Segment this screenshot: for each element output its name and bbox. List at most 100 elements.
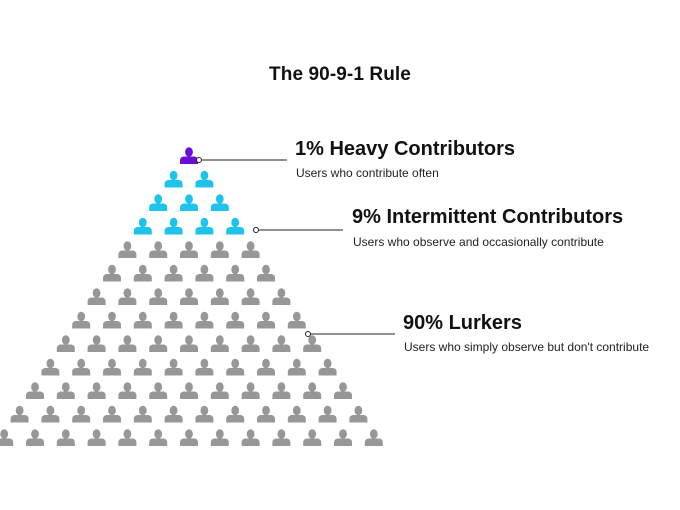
person-icon [118,241,137,258]
lurkers-label: 90% Lurkers [403,312,522,334]
person-icon [241,335,260,352]
person-icon [41,358,60,376]
person-icon [195,311,214,329]
person-icon [303,429,322,446]
person-icon [210,382,229,399]
person-icon [195,405,214,423]
person-icon [272,382,291,399]
person-icon [226,311,245,329]
person-icon [180,241,198,258]
person-icon [303,335,322,352]
heavy-contributors-description: Users who contribute often [296,166,439,180]
person-icon [287,358,306,376]
person-icon [133,311,152,329]
person-icon [195,217,214,235]
person-icon [318,358,337,376]
person-icon [272,288,291,305]
person-icon [72,311,91,329]
person-icon [26,382,44,399]
person-icon [272,429,291,446]
person-icon [287,405,306,423]
person-icon [195,264,214,282]
diagram-title: The 90-9-1 Rule [269,64,411,85]
intermittent-contributors-label: 9% Intermittent Contributors [352,206,624,228]
person-icon [164,405,183,423]
person-icon [257,358,275,376]
person-icon [87,382,106,399]
person-icon [164,217,183,235]
person-icon [103,264,121,282]
person-icon [149,194,168,211]
person-icon [257,311,275,329]
person-icon [87,288,106,305]
person-icon [103,358,121,376]
heavy-contributors-connector [196,157,287,163]
person-icon [318,405,337,423]
person-icon [56,382,75,399]
person-icon [210,429,229,446]
lurkers-connector [305,331,395,337]
person-icon [0,429,14,446]
person-icon [180,429,198,446]
person-icon [118,335,137,352]
person-icon [149,288,168,305]
person-icon [241,288,260,305]
person-icon [210,335,229,352]
intermittent-contributors-description: Users who observe and occasionally contr… [353,235,604,249]
person-icon [133,405,152,423]
person-icon [164,264,183,282]
person-icon [56,429,75,446]
person-icon [180,382,198,399]
person-icon [257,405,275,423]
person-icon [272,335,291,352]
person-icon [164,358,183,376]
person-icon [149,429,168,446]
person-icon [72,405,91,423]
person-icon [149,335,168,352]
person-icon [41,405,60,423]
heavy-contributors-label: 1% Heavy Contributors [295,138,516,160]
person-icon [118,429,137,446]
person-icon [287,311,306,329]
person-icon [133,358,152,376]
person-icon [133,264,152,282]
person-icon [241,382,260,399]
person-icon [87,335,106,352]
person-icon [349,405,368,423]
person-icon [303,382,322,399]
person-icon [118,288,137,305]
person-icon [164,311,183,329]
person-icon [195,358,214,376]
person-icon [364,429,383,446]
person-icon [72,358,91,376]
person-icon [210,194,229,211]
person-icon [180,194,198,211]
person-icon [334,429,352,446]
intermittent-contributors-connector [253,227,343,233]
person-icon [103,405,121,423]
person-icon [149,382,168,399]
person-icon [149,241,168,258]
person-icon [26,429,44,446]
person-icon [210,288,229,305]
person-icon [180,335,198,352]
person-icon [180,147,198,164]
person-icon [226,217,245,235]
person-icon [334,382,352,399]
person-icon [133,217,152,235]
person-icon [195,170,214,188]
person-icon [241,429,260,446]
person-icon [210,241,229,258]
person-icon [226,405,245,423]
person-icon [87,429,106,446]
person-icon [118,382,137,399]
person-icon [164,170,183,188]
person-icon [226,358,245,376]
lurkers-description: Users who simply observe but don't contr… [404,340,650,354]
person-icon [226,264,245,282]
person-icon [180,288,198,305]
person-icon [10,405,29,423]
person-icon [241,241,260,258]
